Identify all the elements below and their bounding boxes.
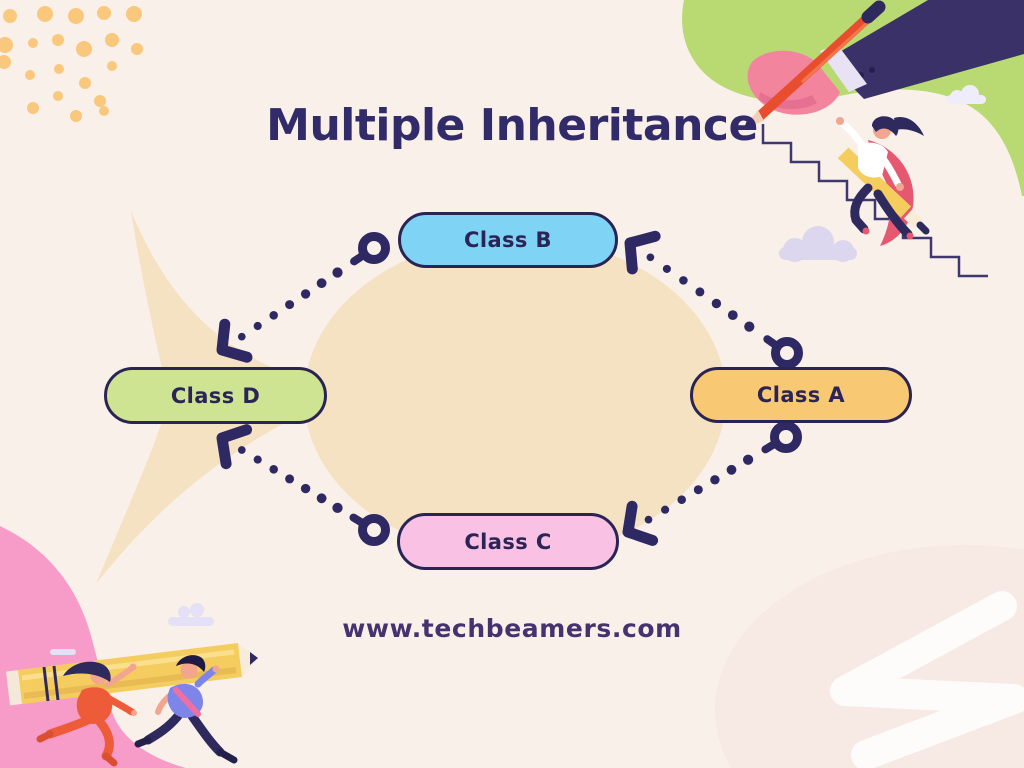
pink-blob <box>0 526 186 768</box>
node-class-c: Class C <box>397 513 619 570</box>
cuff <box>820 44 867 92</box>
running-couple-illustration <box>6 643 258 767</box>
pink-tint-blob <box>715 545 1024 768</box>
giant-pencil <box>6 643 258 706</box>
yellow-pencil <box>834 144 912 218</box>
edge-A-C <box>622 421 802 546</box>
running-man <box>134 655 238 764</box>
edge-A-B <box>624 230 803 369</box>
edge-B-D <box>216 232 390 363</box>
website-url: www.techbeamers.com <box>342 614 682 643</box>
node-class-d: Class D <box>104 367 327 424</box>
pencil-cap <box>861 0 886 24</box>
node-class-a: Class A <box>690 367 912 423</box>
running-woman <box>36 661 137 767</box>
cape <box>868 140 914 246</box>
node-label: Class C <box>464 529 552 554</box>
page-title: Multiple Inheritance <box>266 100 758 151</box>
edge-C-D <box>216 424 390 546</box>
node-class-b: Class B <box>398 212 618 268</box>
node-label: Class A <box>756 383 846 407</box>
node-label: Class B <box>464 228 552 252</box>
green-blob <box>682 0 1024 196</box>
node-label: Class D <box>170 383 261 408</box>
sleeve <box>826 0 1024 99</box>
cloud-icon <box>779 226 857 262</box>
